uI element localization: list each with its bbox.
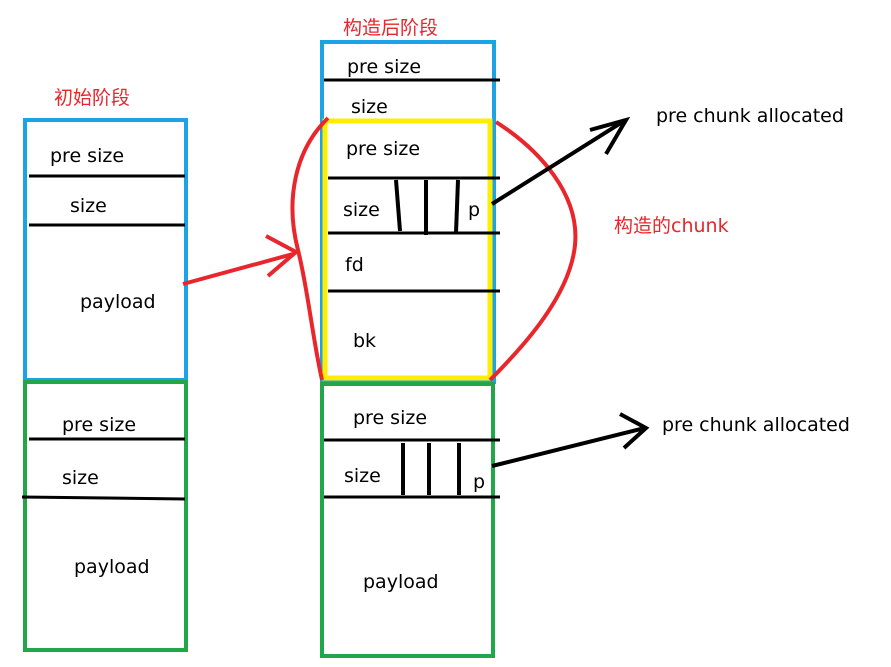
payload-field: payload [80,291,156,313]
initial-stage-title: 初始阶段 [54,87,130,109]
flag-bit-line [454,179,460,234]
divider-line [21,495,186,501]
size-field: size [70,195,107,217]
left-chunk-1: pre size size payload [23,118,188,382]
payload-field: payload [363,571,439,593]
lower-black-arrow-line [491,426,646,468]
after-construction-title: 构造后阶段 [343,17,438,39]
fake-chunk-border [322,118,493,381]
pre-chunk-allocated-label: pre chunk allocated [656,105,844,127]
pre-size-field: pre size [346,138,420,160]
left-chunk-2-border [23,380,188,652]
pre-size-field: pre size [353,407,427,429]
red-arrow-line [182,252,294,286]
pre-size-field: pre size [50,145,124,167]
size-field: size [343,199,380,221]
pre-chunk-allocated-label: pre chunk allocated [662,414,850,436]
flag-bit-line [394,179,402,232]
right-next-chunk: pre size size p payload [320,382,500,658]
fd-field: fd [345,254,364,276]
prev-inuse-bit: p [468,199,480,221]
size-field: size [344,465,381,487]
pre-size-field: pre size [62,414,136,436]
upper-black-arrow-head [589,116,631,156]
pre-size-field: pre size [347,56,421,78]
red-right-bracket [488,120,578,382]
next-chunk-border [320,382,495,658]
size-field: size [62,467,99,489]
prev-inuse-bit: p [473,471,485,493]
bk-field: bk [353,330,376,352]
payload-field: payload [74,556,150,578]
lower-black-arrow-head [619,412,650,450]
fake-chunk: pre size size p fd bk [322,118,500,381]
left-chunk-2: pre size size payload [21,380,188,652]
constructed-chunk-label: 构造的chunk [614,215,729,237]
upper-black-arrow-line [490,119,626,206]
red-arrow-head [265,234,300,278]
red-left-bracket [290,116,330,381]
size-field: size [351,96,388,118]
